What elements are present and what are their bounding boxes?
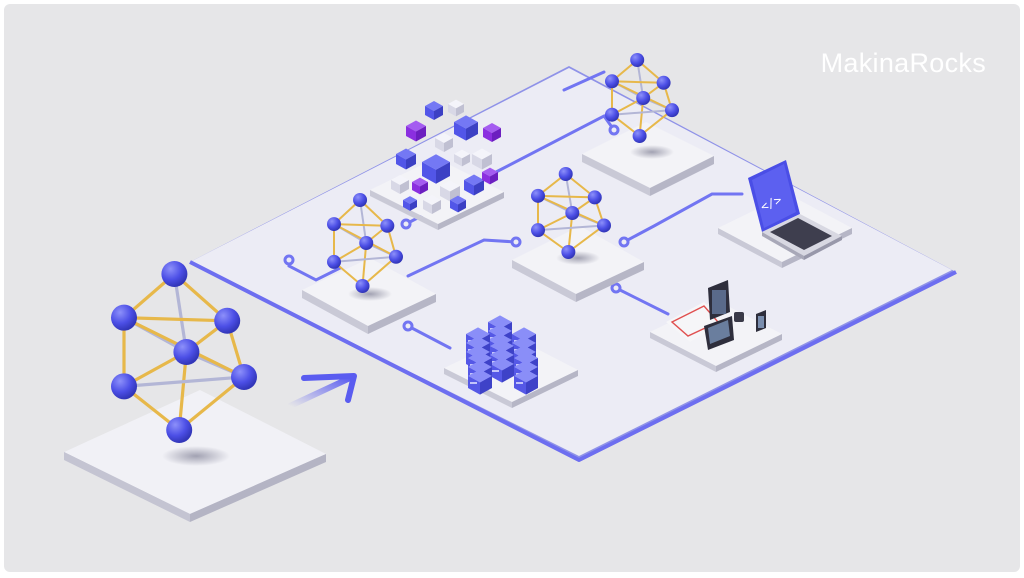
model-tile-c	[582, 122, 714, 196]
server-rack-icon	[466, 315, 538, 395]
platform-diagram: </>	[64, 53, 957, 522]
model-tile-a	[302, 258, 436, 334]
laptop-code-icon: </>	[748, 160, 842, 260]
neural-network-icon	[327, 193, 403, 293]
data-cubes-icon	[391, 99, 501, 214]
data-tile	[370, 158, 504, 230]
arrow-icon	[287, 373, 357, 409]
neural-network-icon	[111, 261, 257, 443]
model-tile-large	[64, 390, 326, 522]
devices-icon	[666, 280, 766, 350]
neural-network-icon	[531, 167, 611, 259]
neural-network-icon	[605, 53, 679, 143]
model-tile-b	[512, 226, 644, 302]
diagram-canvas: </> MakinaRocks	[4, 4, 1020, 572]
brand-logo: MakinaRocks	[820, 48, 986, 78]
